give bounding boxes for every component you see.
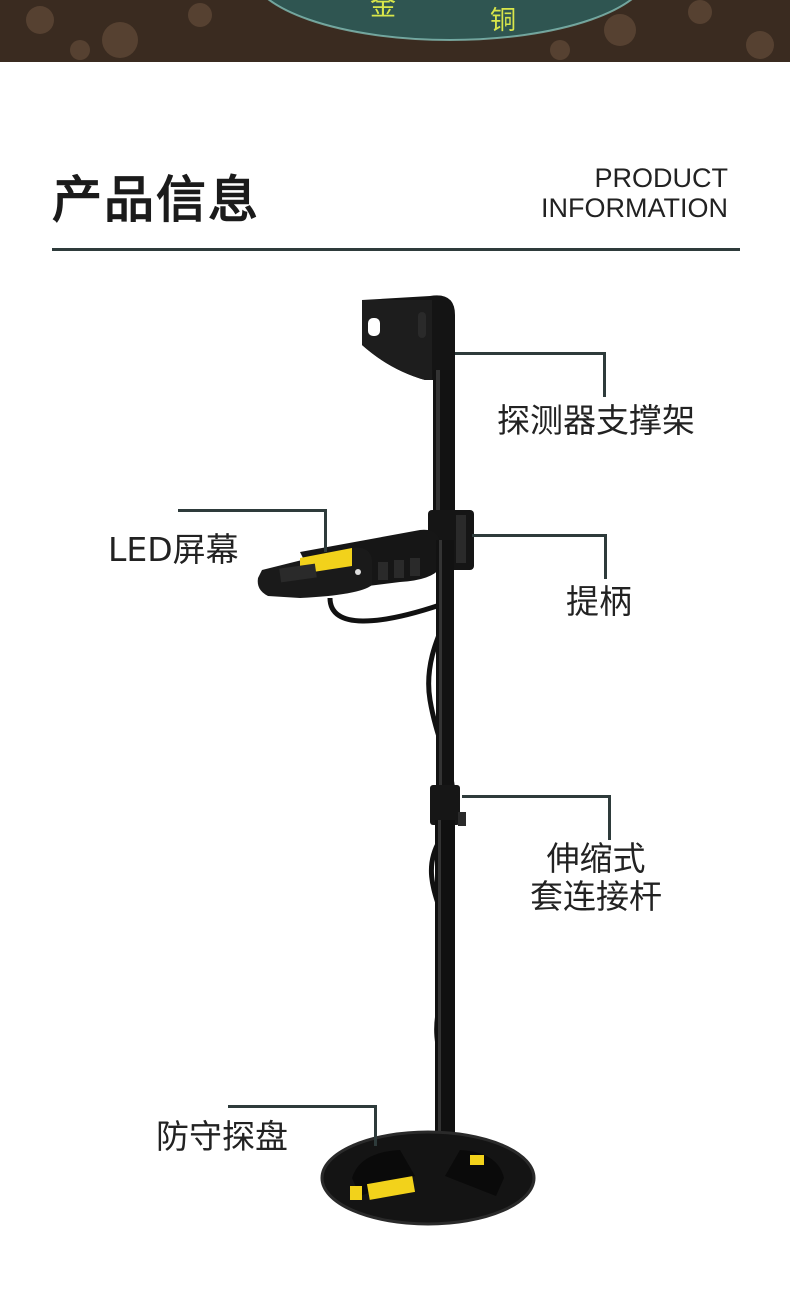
label-telescopic-rod: 伸缩式 套连接杆: [530, 840, 662, 916]
label-detector-support: 探测器支撑架: [497, 401, 695, 440]
callout-line-screen: [178, 509, 327, 552]
top-banner-image: 金 铜: [0, 0, 790, 62]
section-title-cn: 产品信息: [52, 171, 260, 229]
callout-line-handle: [472, 534, 607, 579]
label-search-coil: 防守探盘: [156, 1117, 288, 1156]
banner-char-gold: 金: [370, 0, 397, 22]
label-telescopic-rod-line2: 套连接杆: [530, 877, 662, 916]
section-title-en-line1: PRODUCT: [594, 163, 729, 193]
label-handle: 提柄: [566, 582, 632, 621]
soil-texture: [0, 0, 790, 62]
banner-char-copper: 铜: [490, 6, 517, 36]
section-title-en-line2: INFORMATION: [541, 193, 728, 223]
section-title-en: PRODUCT INFORMATION: [541, 163, 728, 223]
detector-cable: [327, 597, 456, 1151]
telescopic-lock: [430, 785, 460, 825]
label-led-screen: LED屏幕: [108, 530, 239, 569]
callout-line-coil: [228, 1105, 377, 1146]
callout-line-support: [455, 352, 606, 397]
header-divider: [52, 248, 740, 251]
lower-shaft: [436, 540, 454, 800]
callout-line-rod: [462, 795, 611, 840]
label-telescopic-rod-line1: 伸缩式: [546, 839, 646, 878]
